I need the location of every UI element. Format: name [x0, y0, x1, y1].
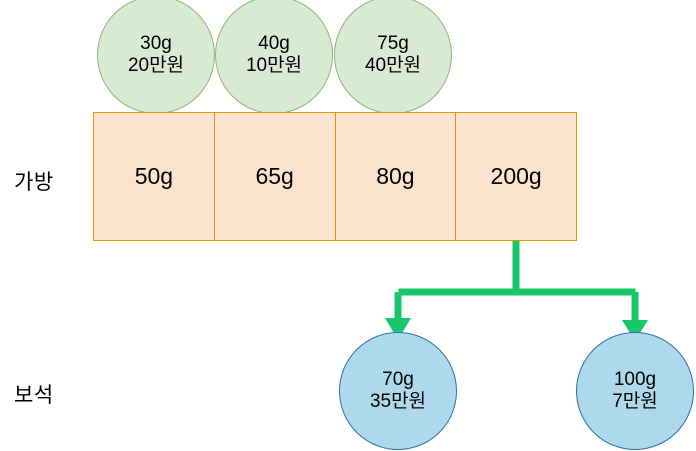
result-weight-1: 100g: [613, 368, 657, 390]
candidate-weight-2: 75g: [377, 32, 409, 54]
candidate-weight-1: 40g: [258, 32, 290, 54]
row-label-bag: 가방: [14, 171, 54, 194]
bag-cell-0: 50g: [94, 113, 215, 240]
bag-capacity-table: 50g 65g 80g 200g: [93, 112, 577, 241]
candidate-price-0: 20만원: [127, 55, 185, 76]
candidate-circle-2: 75g 40만원: [334, 0, 452, 114]
result-price-0: 35만원: [369, 391, 427, 412]
candidate-circle-1: 40g 10만원: [215, 0, 333, 114]
result-price-1: 7만원: [612, 391, 658, 412]
result-weight-0: 70g: [382, 368, 414, 390]
result-circle-1: 100g 7만원: [576, 332, 694, 450]
candidate-weight-0: 30g: [140, 32, 172, 54]
row-label-gem: 보석: [14, 384, 54, 407]
bag-cell-2: 80g: [336, 113, 457, 240]
candidate-price-1: 10만원: [245, 55, 303, 76]
candidate-price-2: 40만원: [364, 55, 422, 76]
result-circle-0: 70g 35만원: [339, 332, 457, 450]
candidate-circle-0: 30g 20만원: [97, 0, 215, 114]
bag-cell-1: 65g: [215, 113, 336, 240]
bag-cell-3: 200g: [490, 163, 542, 189]
